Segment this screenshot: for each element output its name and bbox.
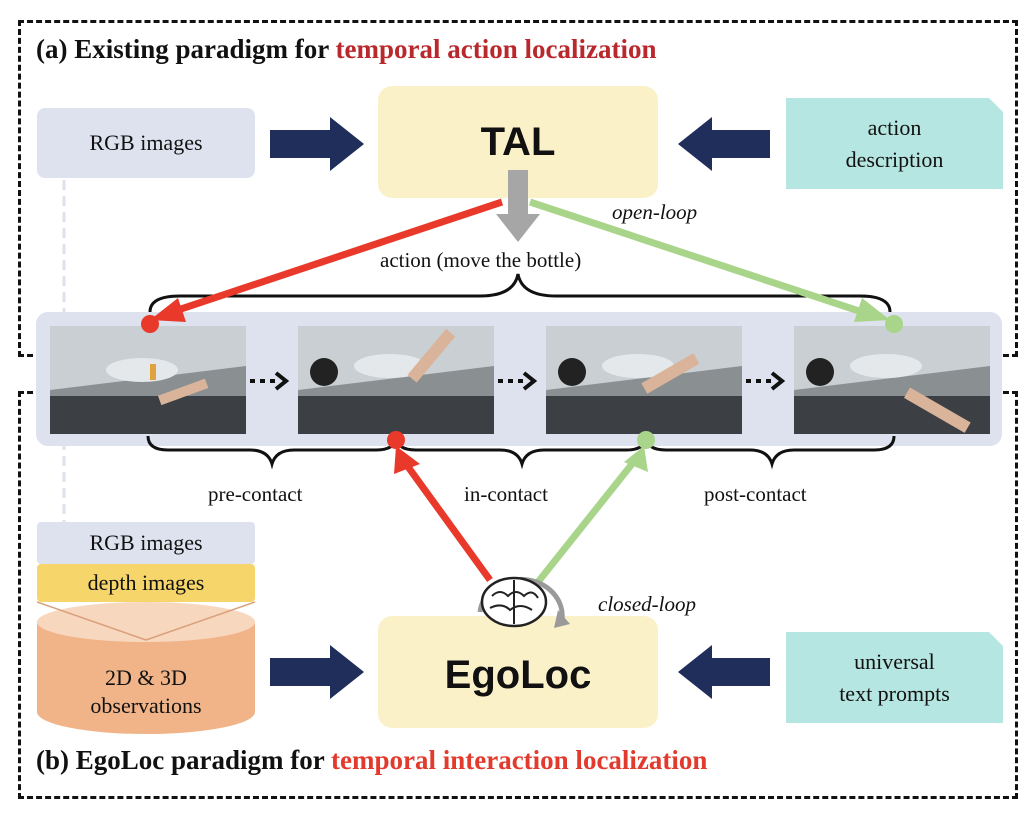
arrow-prompts-to-egoloc (678, 645, 770, 699)
egoloc-box: EgoLoc (378, 616, 658, 728)
phase-pre-contact: pre-contact (208, 482, 303, 506)
brace-in (394, 435, 648, 470)
brain-icon (477, 576, 570, 628)
action-description-line1: action (867, 114, 922, 140)
bottom-title: (b) EgoLoc paradigm for temporal interac… (36, 745, 707, 776)
observations-line1: 2D & 3D (105, 665, 187, 690)
rgb-images-label: RGB images (89, 130, 203, 155)
text-prompts-line2: text prompts (839, 680, 950, 706)
red-arrowhead-top (150, 298, 186, 322)
rgb-images-layer-label: RGB images (89, 530, 203, 555)
rgb-images-layer: RGB images (37, 522, 255, 564)
doc-fold-corner-bottom (989, 632, 1003, 646)
green-arrowhead-bottom (624, 446, 648, 472)
brace-pre (146, 435, 398, 470)
action-description-line2: description (845, 146, 944, 172)
video-frame-2 (298, 326, 494, 434)
rgb-images-input: RGB images (37, 108, 255, 178)
open-loop-label: open-loop (612, 200, 698, 224)
tal-label: TAL (480, 119, 556, 164)
action-label: action (move the bottle) (380, 248, 582, 272)
bottom-title-prefix: (b) EgoLoc paradigm for (36, 745, 331, 775)
frame-1-image (50, 326, 246, 434)
arrow-obs-to-egoloc (270, 645, 364, 699)
depth-images-layer: depth images (37, 564, 255, 602)
red-arrowhead-bottom (394, 446, 420, 474)
arrow-desc-to-tal (678, 117, 770, 171)
frame-2-image (298, 326, 494, 434)
egoloc-label: EgoLoc (444, 652, 592, 697)
top-title-highlight: temporal action localization (335, 34, 657, 64)
text-prompts-doc: universal text prompts (786, 632, 1003, 723)
bottom-title-highlight: temporal interaction localization (331, 745, 708, 775)
top-brace (148, 273, 892, 313)
top-title: (a) Existing paradigm for temporal actio… (36, 34, 656, 65)
doc-fold-corner-top (989, 98, 1003, 112)
text-prompts-line1: universal (854, 648, 935, 674)
frame-3-image (546, 326, 742, 434)
observations-text: 2D & 3D observations (37, 664, 255, 720)
green-arrowhead-top (854, 298, 890, 322)
depth-images-label: depth images (87, 570, 205, 595)
brace-post (644, 435, 896, 470)
phase-in-contact: in-contact (464, 482, 548, 506)
top-title-prefix: (a) Existing paradigm for (36, 34, 336, 64)
video-frame-4 (794, 326, 990, 434)
closed-loop-label: closed-loop (598, 592, 696, 616)
video-frame-1 (50, 326, 246, 434)
observations-cylinder (37, 601, 256, 734)
gray-arrowhead (496, 214, 540, 242)
video-frame-3 (546, 326, 742, 434)
action-description-doc: action description (786, 98, 1003, 189)
frame-4-image (794, 326, 990, 434)
phase-post-contact: post-contact (704, 482, 807, 506)
arrow-rgb-to-tal (270, 117, 364, 171)
observations-line2: observations (90, 693, 202, 718)
